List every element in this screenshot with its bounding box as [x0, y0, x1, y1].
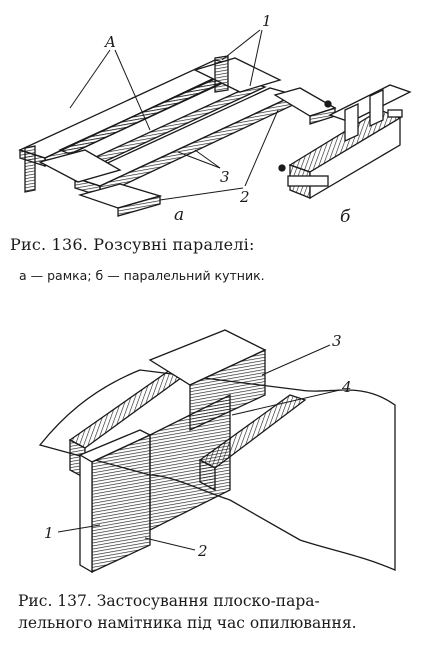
fig137-caption: Рис. 137. Застосування плоско-пара- лель… [18, 590, 418, 634]
fig137-label-3: 3 [332, 332, 342, 350]
fig136-label-2: 2 [239, 188, 250, 206]
fig136-label-3: 3 [220, 168, 230, 186]
fig137-leader-lines [57, 344, 341, 551]
figure-137-plane-parallel-marker: 3 4 1 2 [38, 329, 396, 574]
fig136-sublabel-b: б [340, 207, 351, 227]
fig136-caption-title: Рис. 136. Розсувні паралелі: [10, 235, 255, 254]
fig137-label-4: 4 [341, 378, 352, 396]
parallel-square-b-drawing [278, 84, 412, 200]
fig136-label-a-upper: A [103, 33, 116, 51]
fig136-caption-legend: а — рамка; б — паралельний кутник. [19, 268, 265, 283]
fig137-label-2: 2 [197, 542, 208, 560]
fig137-caption-line-1: Рис. 137. Застосування плоско-пара- [18, 592, 320, 610]
fig136-sublabel-a: a [174, 205, 184, 225]
figure-136-parallels: A 1 3 2 a б [18, 12, 412, 227]
fig136-label-1: 1 [262, 12, 272, 30]
workpiece-drawing [38, 329, 396, 574]
frame-a-drawing [18, 55, 337, 217]
fig137-caption-line-2: лельного намітника під час опилювання. [18, 614, 357, 632]
fig137-label-1: 1 [44, 524, 54, 542]
fig136-leader-lines [69, 29, 279, 201]
